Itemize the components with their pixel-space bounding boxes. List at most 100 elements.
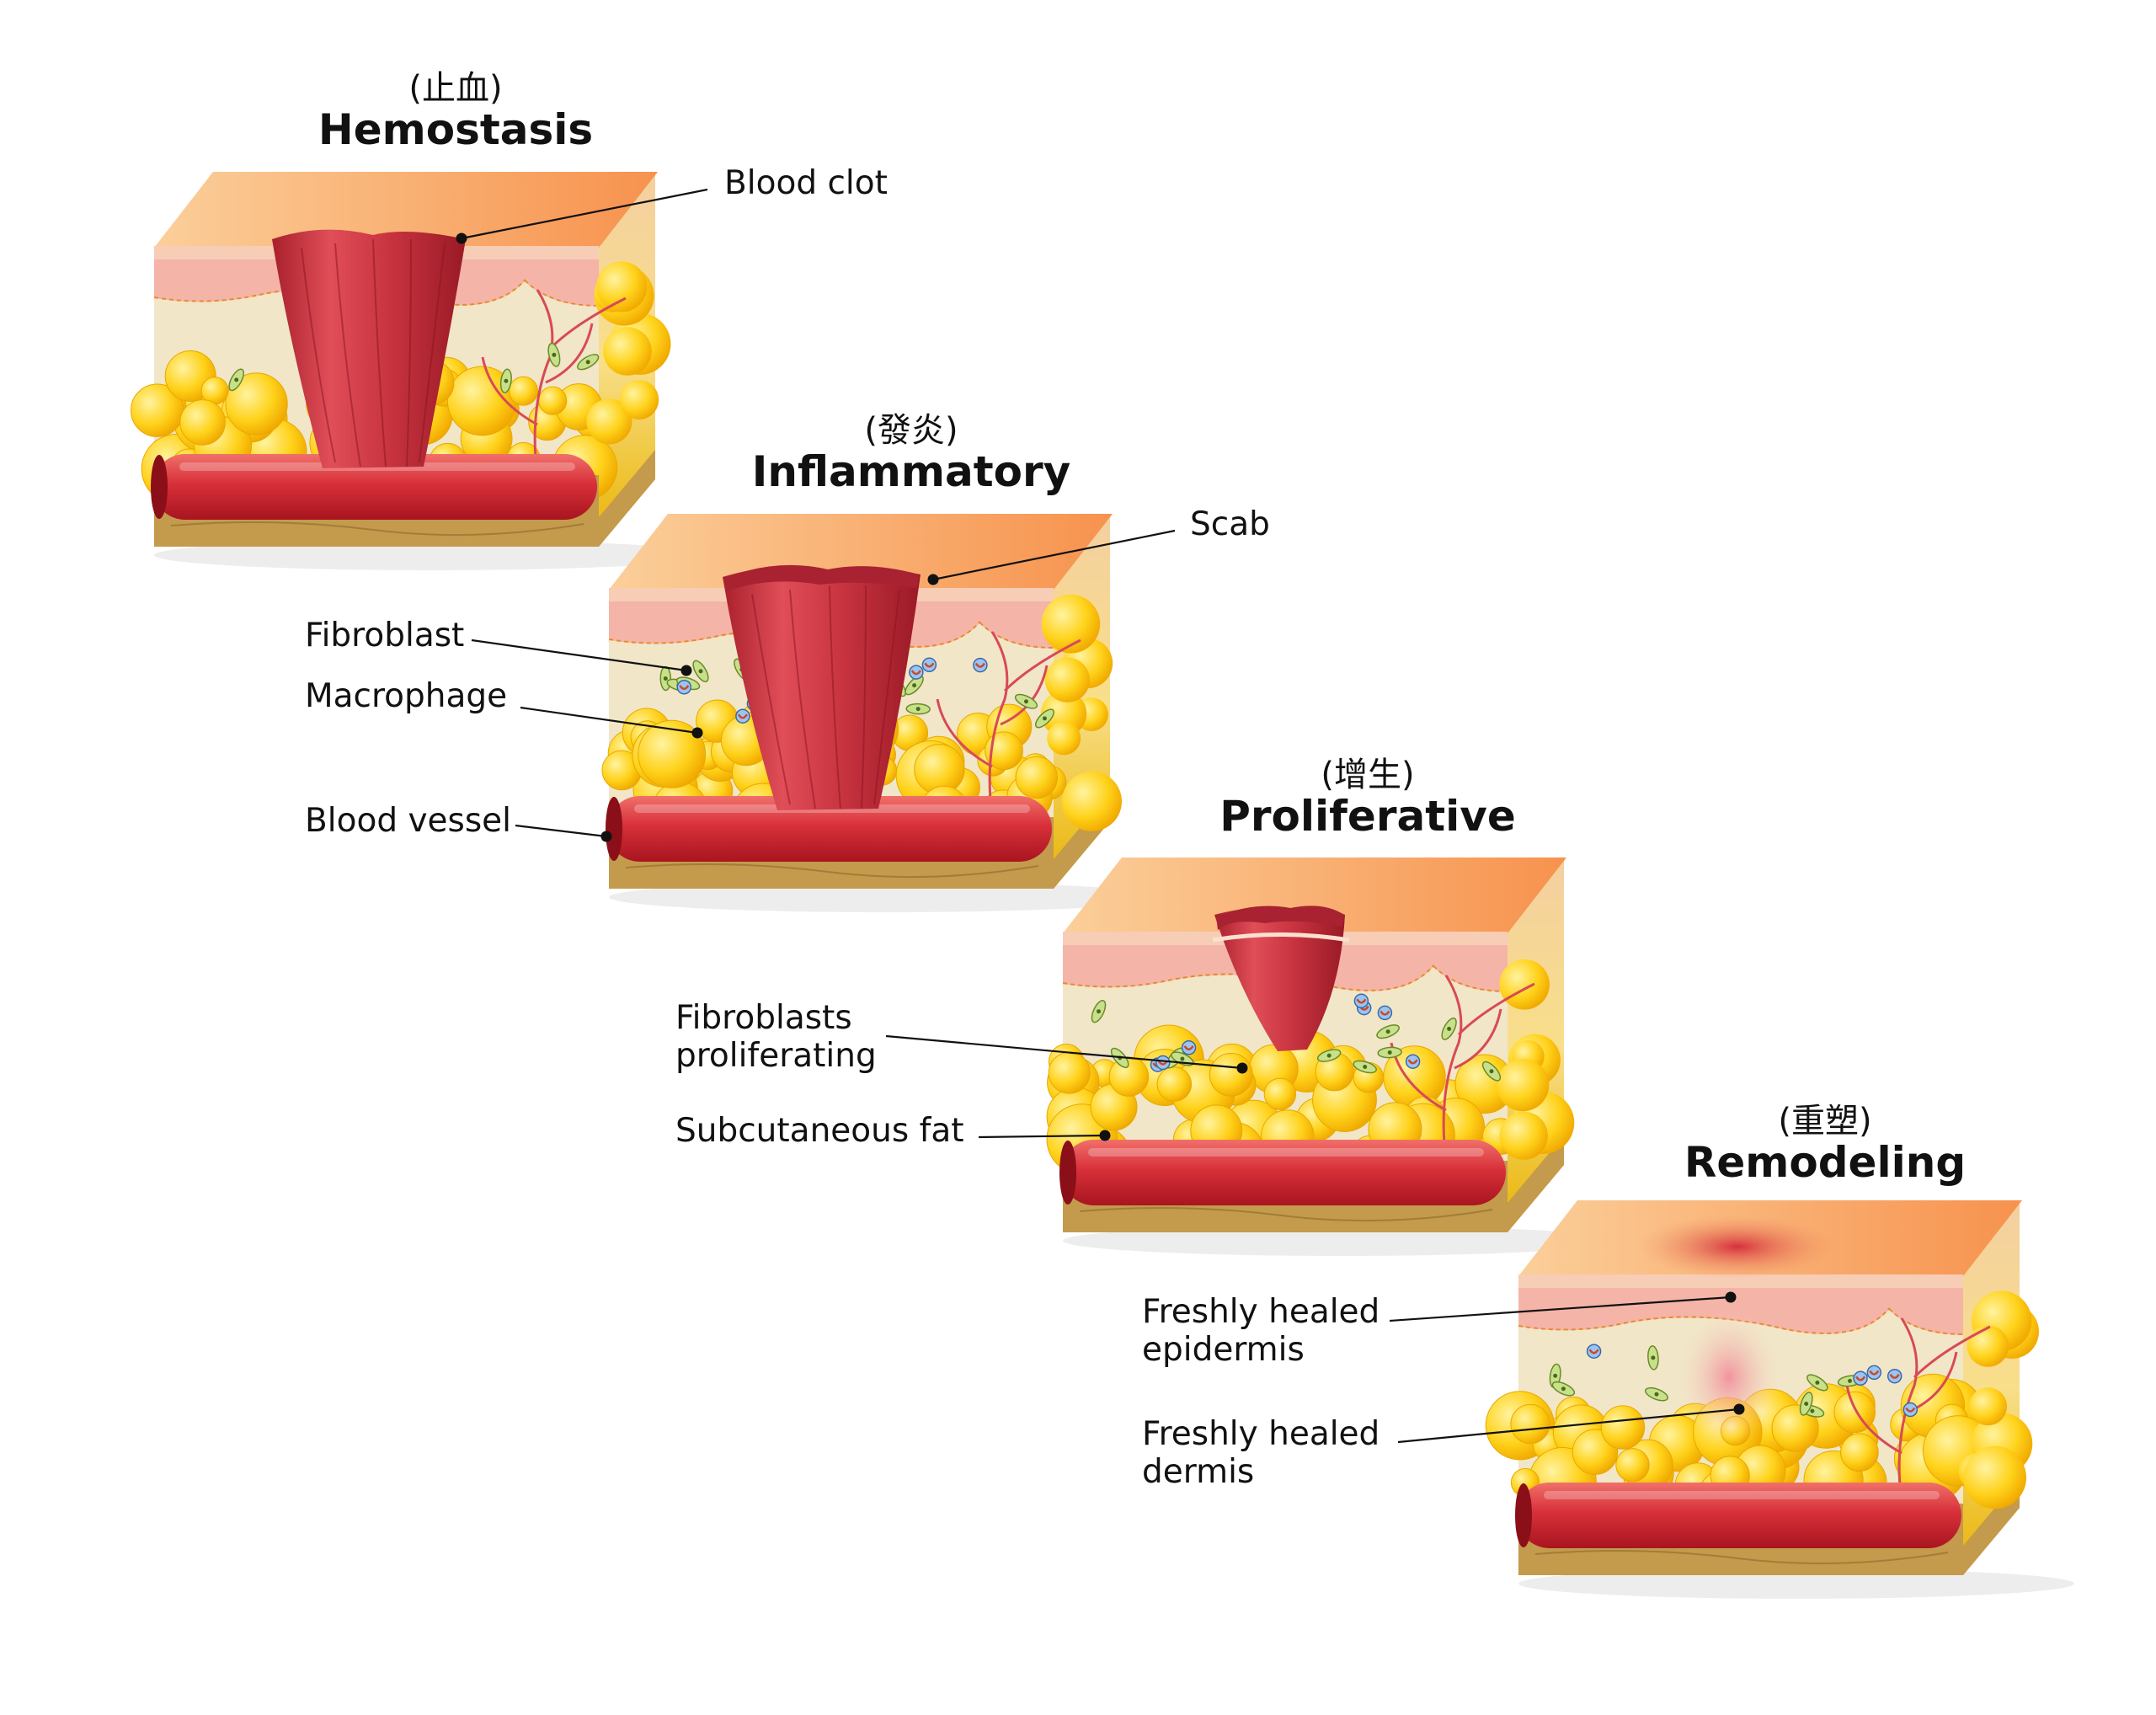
macrophage-body	[676, 680, 692, 695]
macrophage-body	[1181, 1040, 1197, 1055]
basement-membrane	[1518, 1307, 1964, 1337]
base-fiber	[1079, 1207, 1493, 1222]
vessel-highlight	[1088, 1148, 1484, 1157]
macrophage-cell	[676, 680, 692, 695]
basement-membrane	[1062, 964, 1508, 994]
fibroblast-nucleus	[1385, 1029, 1390, 1034]
stage-hemostasis-chinese: (止血)	[408, 69, 503, 108]
blood-vessel	[607, 796, 1052, 862]
blood-vessel-opening	[1515, 1483, 1532, 1547]
block-shadow	[154, 540, 710, 570]
fibroblast-nucleus	[915, 707, 921, 712]
stage-inflammatory-title: Inflammatory	[751, 447, 1071, 496]
label-fibroblasts-proliferating-line2: proliferating	[675, 1037, 877, 1075]
new-epidermis-edge	[1212, 932, 1350, 943]
base-fiber	[170, 521, 584, 537]
fibroblast-cell	[547, 342, 561, 367]
fibroblast-cell	[1091, 1000, 1107, 1023]
block-top-face	[1063, 858, 1566, 933]
macrophage-nucleus	[974, 662, 985, 668]
leader-line-blood-clot	[461, 188, 708, 240]
base-fiber	[1534, 1550, 1949, 1565]
leader-dot-blood-clot	[456, 232, 467, 244]
macrophage-cell	[1353, 993, 1369, 1009]
leader-line-scab	[932, 529, 1176, 581]
fibroblast-nucleus	[1561, 1386, 1566, 1392]
fat-cell	[1048, 1051, 1091, 1094]
fat-cell	[603, 327, 652, 376]
fibroblast-cell	[1647, 1345, 1659, 1370]
macrophage-cell	[1181, 1040, 1197, 1055]
fibroblast-cell	[905, 675, 924, 696]
macrophage-nucleus	[1869, 1370, 1880, 1376]
leader-dot-blood-vessel	[600, 831, 612, 842]
macrophage-cell	[1853, 1370, 1868, 1386]
macrophage-cell	[1155, 1055, 1171, 1071]
macrophage-body	[909, 665, 924, 680]
fat-cell	[538, 386, 568, 415]
leader-line-blood-vessel	[515, 824, 607, 838]
fat-cell	[1497, 1059, 1550, 1112]
leader-dot-macrophage	[691, 727, 703, 739]
label-freshly-healed-epidermis-line1: Freshly healed	[1142, 1293, 1380, 1331]
leader-line-freshly-healed-epidermis	[1389, 1296, 1732, 1322]
stage-proliferative-title: Proliferative	[1219, 792, 1516, 841]
macrophage-nucleus	[1356, 998, 1367, 1004]
fat-cell	[596, 261, 648, 313]
macrophage-body	[973, 657, 988, 673]
fat-cell	[1041, 594, 1101, 654]
block-side-base	[1508, 1135, 1564, 1232]
capillary	[1845, 1317, 1991, 1504]
fibroblast-nucleus	[1654, 1392, 1659, 1397]
macrophage-nucleus	[679, 685, 690, 691]
fat-cell	[1615, 1448, 1650, 1483]
capillary	[1390, 975, 1535, 1162]
capillary	[481, 289, 627, 476]
fibroblast-nucleus	[1363, 1065, 1368, 1069]
macrophage-cell	[1586, 1344, 1602, 1359]
macrophage-nucleus	[1905, 1407, 1916, 1413]
fat-cell	[1062, 771, 1122, 831]
fat-cell	[586, 398, 632, 445]
skin-block-inflammatory	[601, 514, 1165, 912]
fibroblast-nucleus	[1553, 1373, 1558, 1378]
fat-cell	[1499, 959, 1550, 1010]
fibroblast-cell	[1481, 1061, 1502, 1082]
skin-block-remodeling	[1485, 1200, 2074, 1599]
fat-cell	[1040, 691, 1087, 737]
fibroblast-cell	[228, 368, 245, 392]
fibroblast-cell	[1316, 1049, 1342, 1062]
fibroblast-nucleus	[1815, 1380, 1820, 1385]
label-freshly-healed-epidermis-line2: epidermis	[1142, 1331, 1305, 1369]
label-freshly-healed-dermis-line2: dermis	[1142, 1453, 1255, 1491]
skin-block-proliferative	[1046, 858, 1619, 1256]
label-freshly-healed-dermis-line1: Freshly healed	[1142, 1415, 1380, 1453]
fibroblast-cell	[1353, 1060, 1377, 1074]
macrophage-body	[1377, 1005, 1393, 1021]
label-scab: Scab	[1190, 505, 1270, 543]
blood-vessel-opening	[151, 455, 168, 519]
macrophage-nucleus	[1183, 1045, 1194, 1051]
leader-dot-scab	[927, 574, 939, 585]
macrophage-nucleus	[1380, 1010, 1390, 1016]
fibroblast-nucleus	[552, 352, 557, 357]
label-freshly-healed-epidermis: Freshly healed epidermis	[1142, 1293, 1380, 1369]
macrophage-cell	[1405, 1054, 1421, 1069]
fat-cell	[179, 399, 226, 446]
fibroblast-cell	[577, 354, 600, 371]
macrophage-nucleus	[910, 670, 921, 676]
stage-remodeling-title: Remodeling	[1684, 1138, 1967, 1187]
macrophage-nucleus	[1889, 1373, 1900, 1379]
fat-cell	[1510, 1403, 1550, 1445]
macrophage-cell	[973, 657, 988, 673]
fat-cell	[1156, 1066, 1193, 1102]
fibroblast-cell	[1377, 1046, 1402, 1059]
macrophage-body	[1866, 1365, 1882, 1381]
scab-folds	[751, 585, 900, 809]
macrophage-body	[1586, 1344, 1602, 1359]
blood-clot	[272, 229, 466, 468]
scab	[723, 566, 921, 810]
macrophage-nucleus	[924, 662, 935, 668]
